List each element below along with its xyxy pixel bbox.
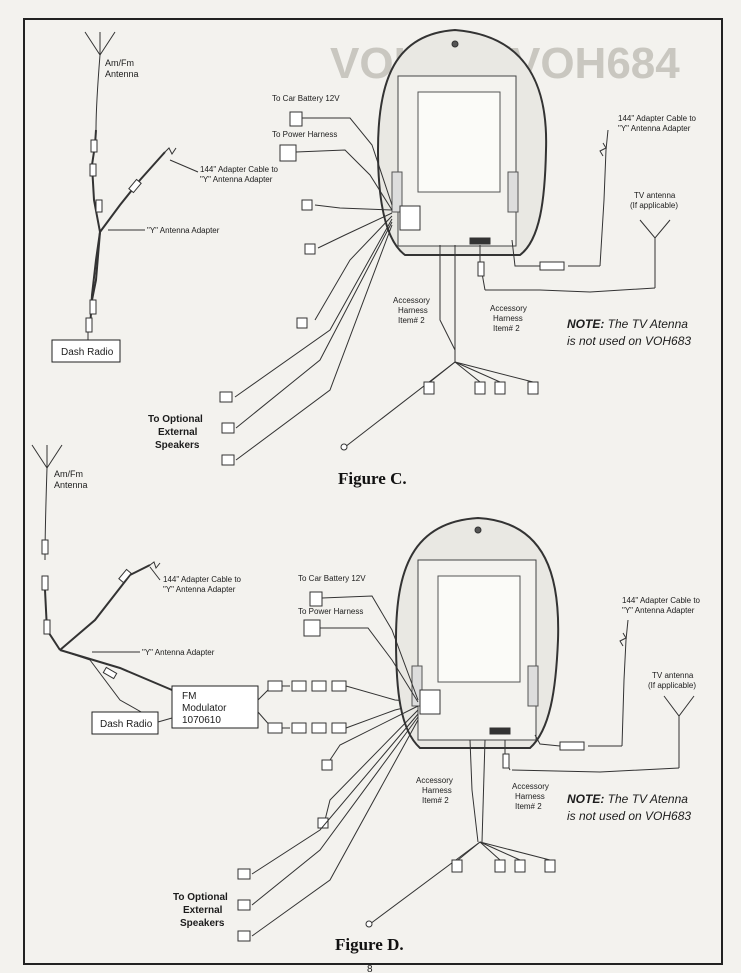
am-fm-label-d-2: Antenna (54, 480, 88, 490)
am-fm-label-c-1: Am/Fm (105, 58, 134, 68)
page-number: 8 (367, 964, 373, 973)
tv-antenna-icon-d (511, 695, 695, 773)
svg-text:Antenna: Antenna (105, 69, 139, 79)
speakers-label-c-1: To Optional (148, 414, 203, 425)
tv-antenna-label-c-1: TV antenna (634, 191, 676, 200)
tv-antenna-label-d-1: TV antenna (652, 671, 694, 680)
adapter-cable-label-c-1: 144" Adapter Cable to (200, 165, 279, 174)
tv-antenna-icon-c (539, 219, 671, 293)
accessory-right-label-d-1: Accessory (512, 782, 549, 791)
accessory-left-label-c-3: Item# 2 (398, 316, 425, 325)
power-harness-label-d: To Power Harness (298, 607, 363, 616)
accessory-right-label-c-2: Harness (493, 314, 523, 323)
fm-modulator-label-3: 1070610 (182, 715, 221, 726)
dash-radio-box-c (51, 339, 121, 363)
speakers-label-d-1: To Optional (173, 892, 228, 903)
adapter-cable-label-c-2: "Y" Antenna Adapter (200, 175, 273, 184)
overhead-monitor-d (394, 516, 560, 749)
tv-antenna-label-c-2: (If applicable) (630, 201, 678, 210)
adapter-cable-label-d-2: "Y" Antenna Adapter (163, 585, 236, 594)
speakers-label-d-2: External (183, 905, 223, 916)
accessory-left-label-d-1: Accessory (416, 776, 453, 785)
svg-text:Am/Fm: Am/Fm (105, 58, 134, 68)
car-battery-label-d: To Car Battery 12V (298, 574, 366, 583)
accessory-right-label-c-3: Item# 2 (493, 324, 520, 333)
accessory-right-label-d-2: Harness (515, 792, 545, 801)
speakers-label-c-3: Speakers (155, 440, 200, 451)
note-text-d-2: is not used on VOH683 (567, 809, 691, 823)
figure-c (51, 28, 671, 466)
speakers-label-d-3: Speakers (180, 918, 225, 929)
adapter-cable-right-label-c-2: "Y" Antenna Adapter (618, 124, 691, 133)
figure-d-caption: Figure D. (335, 935, 404, 954)
adapter-cable-right-label-c-1: 144" Adapter Cable to (618, 114, 697, 123)
tv-antenna-label-d-2: (If applicable) (648, 681, 696, 690)
am-fm-label-d-1: Am/Fm (54, 469, 83, 479)
power-harness-label-c: To Power Harness (272, 130, 337, 139)
y-adapter-label-c: "Y" Antenna Adapter (147, 226, 220, 235)
accessory-left-label-d-3: Item# 2 (422, 796, 449, 805)
am-fm-antenna-icon (84, 31, 116, 131)
note-line-1-c: NOTE: The TV Atenna (567, 317, 688, 331)
fm-modulator-box (171, 685, 259, 729)
accessory-right-label-d-3: Item# 2 (515, 802, 542, 811)
note-text-c-1: The TV Atenna (604, 317, 688, 331)
figure-d (31, 444, 695, 942)
y-adapter-label-d: "Y" Antenna Adapter (142, 648, 215, 657)
figure-c-caption: Figure C. (338, 469, 407, 488)
speakers-label-c-2: External (158, 427, 198, 438)
dash-radio-label-c: Dash Radio (61, 347, 114, 358)
fm-modulator-label-1: FM (182, 691, 196, 702)
car-battery-label-c: To Car Battery 12V (272, 94, 340, 103)
overhead-monitor-c (376, 28, 548, 256)
note-bold-c: NOTE: (567, 317, 604, 331)
page-frame (23, 18, 723, 965)
note-line-1-d: NOTE: The TV Atenna (567, 792, 688, 806)
adapter-cable-right-label-d-2: "Y" Antenna Adapter (622, 606, 695, 615)
note-text-d-1: The TV Atenna (604, 792, 688, 806)
note-bold-d: NOTE: (567, 792, 604, 806)
accessory-left-label-c-2: Harness (398, 306, 428, 315)
dash-radio-box-d (91, 711, 159, 735)
accessory-right-label-c-1: Accessory (490, 304, 527, 313)
accessory-left-label-c-1: Accessory (393, 296, 430, 305)
note-text-c-2: is not used on VOH683 (567, 334, 691, 348)
dash-radio-label-d: Dash Radio (100, 719, 153, 730)
am-fm-label-c-2: Antenna (105, 69, 139, 79)
accessory-left-label-d-2: Harness (422, 786, 452, 795)
adapter-cable-right-label-d-1: 144" Adapter Cable to (622, 596, 701, 605)
fm-modulator-label-2: Modulator (182, 703, 227, 714)
adapter-cable-label-d-1: 144" Adapter Cable to (163, 575, 242, 584)
